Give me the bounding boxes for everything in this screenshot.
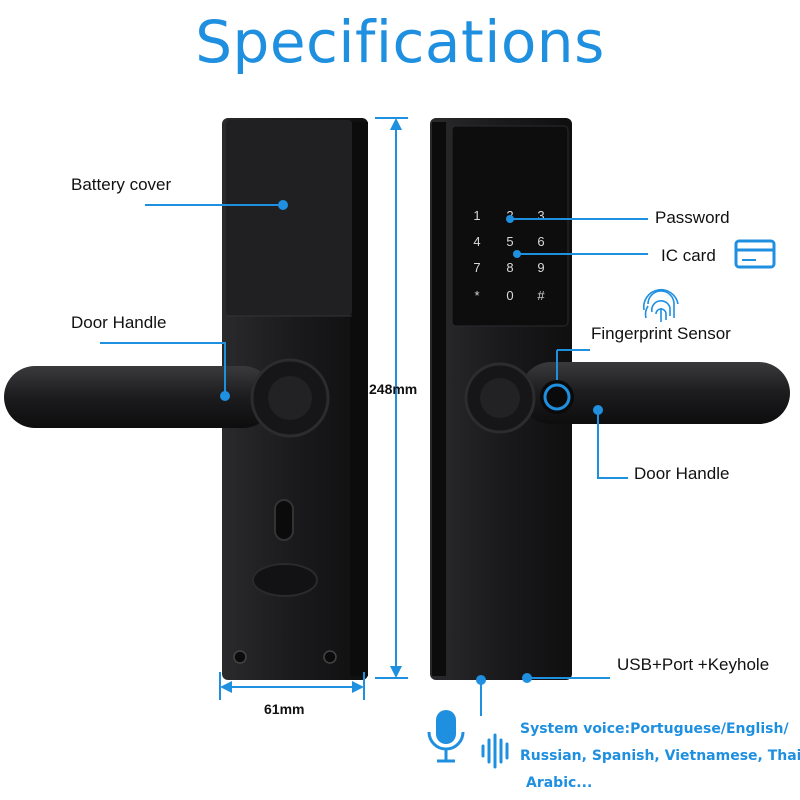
system-voice-line: Russian, Spanish, Vietnamese, Thai, <box>520 748 800 764</box>
fingerprint-sensor-label: Fingerprint Sensor <box>591 324 731 343</box>
ic-card-icon <box>734 239 776 269</box>
keypad-key: 6 <box>537 234 544 249</box>
keypad-key: # <box>537 288 545 303</box>
keypad-key: 1 <box>473 208 480 223</box>
usb-port-keyhole-label: USB+Port +Keyhole <box>617 655 770 674</box>
fingerprint-icon <box>642 288 679 322</box>
callout-lines <box>100 204 648 716</box>
sound-wave-icon <box>481 733 509 769</box>
page-title: Specifications <box>195 8 605 76</box>
system-voice-line: System voice:Portuguese/English/ <box>520 721 789 737</box>
height-dimension-label: 248mm <box>369 381 418 397</box>
system-voice-text: System voice:Portuguese/English/ Russian… <box>520 716 800 797</box>
door-handle-right-label: Door Handle <box>634 464 730 483</box>
dimension-lines <box>219 117 408 700</box>
microphone-icon <box>427 710 465 763</box>
battery-cover-label: Battery cover <box>71 175 172 194</box>
right-door-handle <box>520 362 790 424</box>
keypad-key: 8 <box>506 260 513 275</box>
callout-dots <box>220 200 603 685</box>
fingerprint-ring <box>543 383 571 411</box>
battery-cover <box>226 120 352 316</box>
password-label: Password <box>655 208 730 227</box>
front-lock-panel: 123456789*0# <box>430 118 790 680</box>
keypad-key: 4 <box>473 234 480 249</box>
keypad-key: 3 <box>537 208 544 223</box>
system-voice-line: Arabic... <box>526 775 593 791</box>
width-dimension-label: 61mm <box>264 701 305 717</box>
back-lock-panel <box>4 118 368 680</box>
keypad-panel <box>451 125 569 327</box>
keypad-key: 0 <box>506 288 513 303</box>
door-handle-left-label: Door Handle <box>71 313 167 332</box>
ic-card-label: IC card <box>661 246 716 265</box>
keypad-key: 9 <box>537 260 544 275</box>
keypad-key: 5 <box>506 234 513 249</box>
left-door-handle <box>4 366 274 428</box>
keypad-key: 7 <box>473 260 480 275</box>
keypad-key: * <box>474 288 479 303</box>
